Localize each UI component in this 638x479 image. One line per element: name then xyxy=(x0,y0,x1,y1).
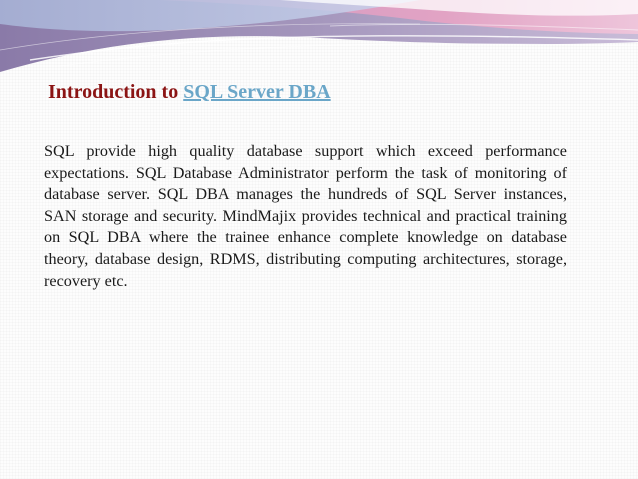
sql-server-dba-link[interactable]: SQL Server DBA xyxy=(183,81,331,103)
slide-title-prefix: Introduction to xyxy=(48,81,184,103)
slide-title: Introduction to SQL Server DBA xyxy=(48,79,331,105)
header-swoosh-decoration xyxy=(0,0,638,72)
slide-body-text: SQL provide high quality database suppor… xyxy=(44,142,567,290)
